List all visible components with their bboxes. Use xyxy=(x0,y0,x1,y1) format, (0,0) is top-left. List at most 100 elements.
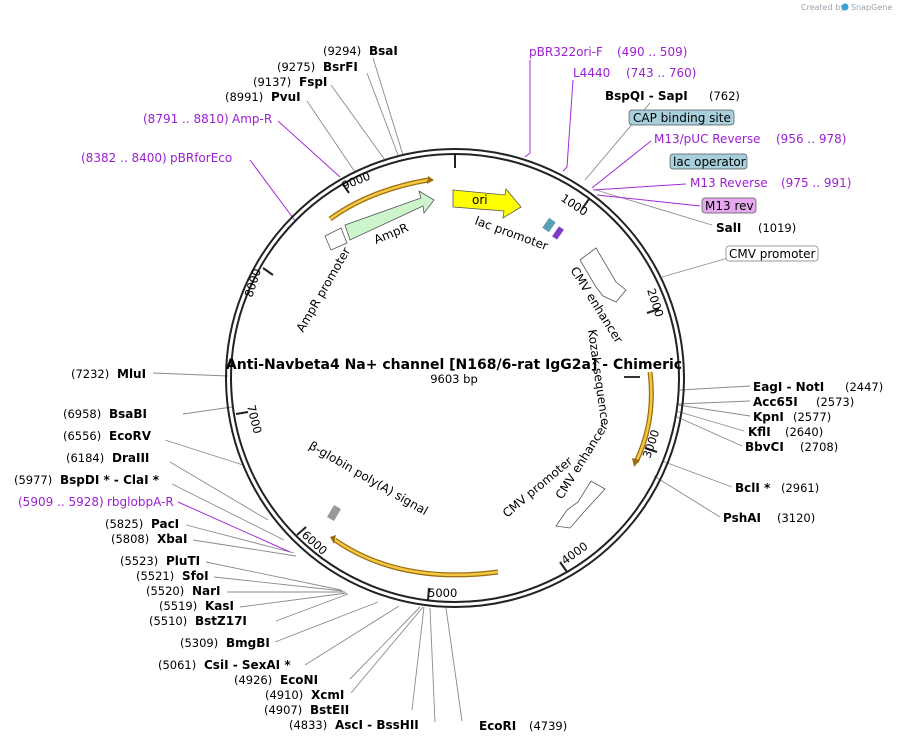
enzyme-pos: (2708) xyxy=(800,440,838,454)
snapgene-logo-icon xyxy=(841,3,849,11)
tick-label: 9000 xyxy=(340,169,372,193)
enzyme-pos: (5520) xyxy=(146,584,184,598)
credit-brand: SnapGene xyxy=(851,3,892,12)
enzyme-labels: (9294) BsaI (9275) BsrFI (9137) FspI (89… xyxy=(14,44,883,733)
cmv-enhancer-arrow xyxy=(579,247,627,303)
tick-marks xyxy=(235,154,660,601)
enzyme-name: BclI * xyxy=(735,481,771,495)
enzyme-pos: (6556) xyxy=(63,429,101,443)
orf-arcs xyxy=(328,176,654,578)
enzyme-pos: (6184) xyxy=(66,451,104,465)
enzyme-pos: (3120) xyxy=(777,511,815,525)
plasmid-title: Anti-Navbeta4 Na+ channel [N168/6-rat Ig… xyxy=(226,357,682,373)
boxed-label: CMV promoter xyxy=(729,247,816,261)
primer-range: (5909 .. 5928) xyxy=(18,495,104,509)
kozak-block xyxy=(624,376,640,378)
enzyme-pos: (2573) xyxy=(816,395,854,409)
enzyme-pos: (8991) xyxy=(225,90,263,104)
enzyme-pos: (5521) xyxy=(136,569,174,583)
enzyme-pos: (6958) xyxy=(63,407,101,421)
primer-range: (8791 .. 8810) xyxy=(143,112,229,126)
enzyme-pos: (1019) xyxy=(758,221,796,235)
tick-label: 7000 xyxy=(244,403,265,435)
ampr-promoter-arrow xyxy=(324,227,348,251)
enzyme-pos: (9294) xyxy=(323,44,361,58)
enzyme-pos: (2961) xyxy=(781,481,819,495)
enzyme-name: SfoI xyxy=(182,569,209,583)
enzyme-name: EcoNI xyxy=(280,673,318,687)
enzyme-name: BstZ17I xyxy=(195,614,247,628)
enzyme-name: PluTI xyxy=(166,554,200,568)
enzyme-name: BspQI - SapI xyxy=(605,89,688,103)
enzyme-pos: (5061) xyxy=(158,658,196,672)
primer-range: (490 .. 509) xyxy=(617,45,687,59)
enzyme-pos: (4926) xyxy=(234,673,272,687)
feature-label-lac-promoter: lac promoter xyxy=(473,214,550,253)
enzyme-name: KpnI xyxy=(753,410,784,424)
primer-name: L4440 xyxy=(573,66,610,80)
primer-name: pBRforEco xyxy=(170,151,232,165)
primer-name: M13 Reverse xyxy=(690,176,768,190)
primer-labels: pBR322ori-F (490 .. 509) L4440 (743 .. 7… xyxy=(18,45,851,509)
enzyme-pos: (5519) xyxy=(159,599,197,613)
feature-label-polya: β-globin poly(A) signal xyxy=(307,438,431,518)
enzyme-pos: (2447) xyxy=(845,380,883,394)
enzyme-name: XcmI xyxy=(311,688,344,702)
enzyme-name: SalI xyxy=(716,221,741,235)
enzyme-pos: (5309) xyxy=(180,636,218,650)
backbone-outer xyxy=(225,148,685,608)
enzyme-pos: (5523) xyxy=(120,554,158,568)
enzyme-name: NarI xyxy=(192,584,221,598)
ampr-arrow xyxy=(344,190,435,241)
enzyme-name: BmgBI xyxy=(226,636,270,650)
enzyme-pos: (9137) xyxy=(253,75,291,89)
enzyme-name: BsaI xyxy=(369,44,398,58)
cmv-promoter-arrow xyxy=(555,480,606,529)
enzyme-name: KasI xyxy=(205,599,234,613)
primer-name: pBR322ori-F xyxy=(529,45,603,59)
enzyme-name: EcoRV xyxy=(109,429,152,443)
primer-range: (975 .. 991) xyxy=(781,176,851,190)
enzyme-pos: (2640) xyxy=(785,425,823,439)
enzyme-pos: (4910) xyxy=(265,688,303,702)
enzyme-pos: (5808) xyxy=(111,532,149,546)
enzyme-pos: (5977) xyxy=(14,473,52,487)
enzyme-pos: (4739) xyxy=(529,719,567,733)
feature-label-ampr-promoter: AmpR promoter xyxy=(293,245,353,335)
enzyme-name: MluI xyxy=(117,367,146,381)
enzyme-name: BsrFI xyxy=(323,60,358,74)
boxed-labels: CAP binding site lac operator M13 rev CM… xyxy=(628,109,819,262)
tick-label: 8000 xyxy=(242,267,264,299)
cap-site-block xyxy=(542,217,556,233)
enzyme-name: CsiI - SexAI * xyxy=(204,658,291,672)
feature-label-ori: ori xyxy=(472,193,488,207)
enzyme-pos: (4907) xyxy=(264,703,302,717)
enzyme-name: XbaI xyxy=(157,532,187,546)
enzyme-name: FspI xyxy=(299,75,327,89)
enzyme-pos: (7232) xyxy=(71,367,109,381)
enzyme-leader-lines xyxy=(152,57,751,723)
enzyme-name: EagI - NotI xyxy=(753,380,824,394)
enzyme-name: DraIII xyxy=(112,451,149,465)
primer-name: M13/pUC Reverse xyxy=(654,132,761,146)
boxed-label: CAP binding site xyxy=(633,111,731,125)
primer-name: rbglobpA-R xyxy=(107,495,174,509)
enzyme-name: BsaBI xyxy=(109,407,147,421)
primer-leader-lines xyxy=(177,60,701,553)
lac-operator-block xyxy=(552,226,564,240)
enzyme-name: PshAI xyxy=(723,511,761,525)
enzyme-pos: (4833) xyxy=(289,718,327,732)
polya-block xyxy=(327,504,341,522)
enzyme-name: Acc65I xyxy=(753,395,798,409)
tick-label: 5000 xyxy=(428,586,457,600)
enzyme-name: PvuI xyxy=(271,90,301,104)
boxed-label: M13 rev xyxy=(705,199,754,213)
enzyme-pos: (2577) xyxy=(793,410,831,424)
enzyme-name: BstEII xyxy=(310,703,349,717)
tick-label: 4000 xyxy=(559,539,591,568)
enzyme-name: BbvCI xyxy=(745,440,784,454)
enzyme-name: AscI - BssHII xyxy=(335,718,419,732)
credit-text: Created by xyxy=(801,3,845,12)
enzyme-name: EcoRI xyxy=(479,719,516,733)
